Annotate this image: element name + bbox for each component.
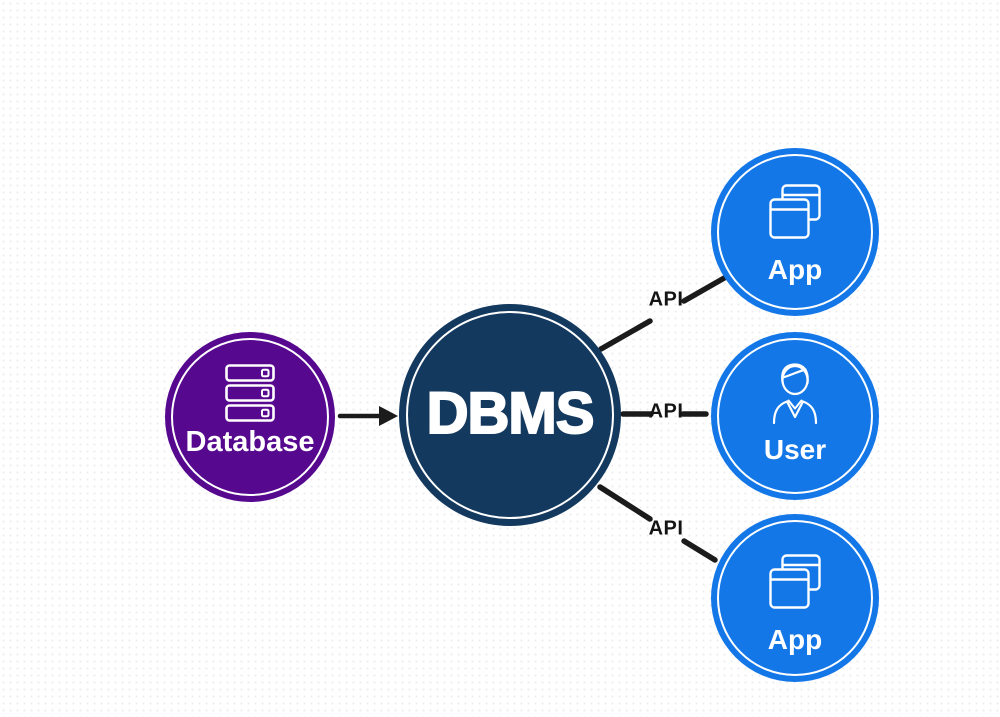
user-node-label: User [763,434,827,465]
person-icon [767,362,823,426]
app-node-bottom: App [711,514,879,682]
server-stack-icon [225,364,275,422]
dbms-node: DBMS [399,304,621,526]
database-node: Database [165,332,335,502]
app-node-top: App [711,148,879,316]
app-node-top-label: App [767,254,823,285]
api-label-middle: API [648,400,684,423]
database-node-label: Database [185,426,315,458]
app-windows-icon [769,554,821,610]
dbms-to-app-top-connector [598,274,729,352]
api-label-bottom: API [648,517,684,540]
user-node: User [711,332,879,500]
dbms-to-app-bottom-connector [597,484,718,563]
app-windows-icon [769,184,821,240]
database-to-dbms-arrow [337,406,398,426]
dbms-node-label: DBMS [426,380,596,446]
api-label-top: API [648,288,684,311]
app-node-bottom-label: App [767,624,823,655]
